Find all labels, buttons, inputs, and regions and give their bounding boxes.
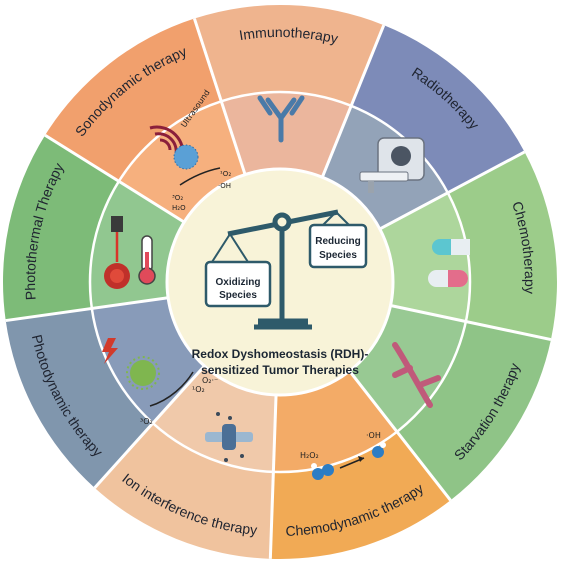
radiotherapy-machine-icon: [359, 137, 425, 193]
virus-cell-icon: [126, 356, 160, 390]
nanoparticle-icon: [173, 144, 199, 170]
sono-3o2-label: ³O₂: [172, 194, 183, 202]
photo-3o2-label: ³O₂: [140, 417, 153, 426]
right-pan: [308, 211, 368, 269]
divider-line: [390, 304, 552, 342]
oxidizing-label-line1: Oxidizing: [216, 277, 261, 288]
antibody-icon: [257, 95, 305, 143]
oxidizing-label-line2: Species: [219, 290, 257, 301]
lightning-icon: [102, 338, 118, 364]
thermometer-icon: [138, 235, 156, 285]
balance-scale-icon: [227, 209, 339, 330]
band-separator-ring: [88, 90, 472, 474]
segment-inner-chemodynamic: [273, 371, 397, 472]
segment-outer-immunotherapy: [194, 4, 384, 106]
ion-channel-icon: [205, 412, 253, 462]
molecule-icon: [311, 442, 386, 480]
segment-outer-photodynamic: [5, 308, 153, 488]
sono-1o2-label: ¹O₂: [220, 170, 231, 178]
sono-oh-label: ·OH: [218, 182, 231, 190]
pill-capsule-icon: [432, 239, 470, 255]
divider-line: [192, 18, 247, 175]
divider-line: [320, 24, 386, 178]
segment-inner-immunotherapy: [221, 91, 352, 178]
segment-outer-chemodynamic: [270, 431, 451, 559]
laser-icon: [104, 216, 130, 289]
left-pan: [204, 233, 272, 308]
divider-line: [348, 370, 452, 502]
segment-dividers: [5, 18, 552, 559]
divider-line: [379, 150, 526, 231]
segment-outer-starvation: [396, 321, 551, 501]
photo-o2-radical-label: O₂·⁻: [202, 376, 218, 385]
segment-outer-radiotherapy: [351, 25, 525, 193]
chemo-oh-label: ·OH: [366, 431, 381, 440]
sono-arrow: [179, 167, 221, 186]
photo-1o2-label: ¹O₂: [192, 385, 205, 394]
divider-line: [44, 133, 185, 224]
center-caption-line2: sensitized Tumor Therapies: [201, 363, 359, 377]
pill-capsule-icon-2: [428, 270, 468, 287]
reducing-label-line1: Reducing: [315, 236, 361, 247]
chemo-h2o2-label: H₂O₂: [300, 451, 319, 460]
segment-outer-sonodynamic: [45, 18, 222, 182]
divider-line: [5, 296, 169, 323]
reducing-label-line2: Species: [319, 250, 357, 261]
photo-arrow: [149, 371, 194, 407]
divider-line: [93, 364, 206, 489]
divider-line: [268, 394, 278, 559]
center-caption-line1: Redox Dyshomeostasis (RDH)-: [192, 347, 369, 361]
segment-outer-ion-interference: [94, 423, 274, 559]
blood-vessel-icon: [392, 342, 441, 408]
segment-outer-chemotherapy: [447, 151, 557, 340]
sono-h2o-label: H₂O: [172, 204, 186, 212]
segment-inner-chemotherapy: [379, 192, 470, 322]
